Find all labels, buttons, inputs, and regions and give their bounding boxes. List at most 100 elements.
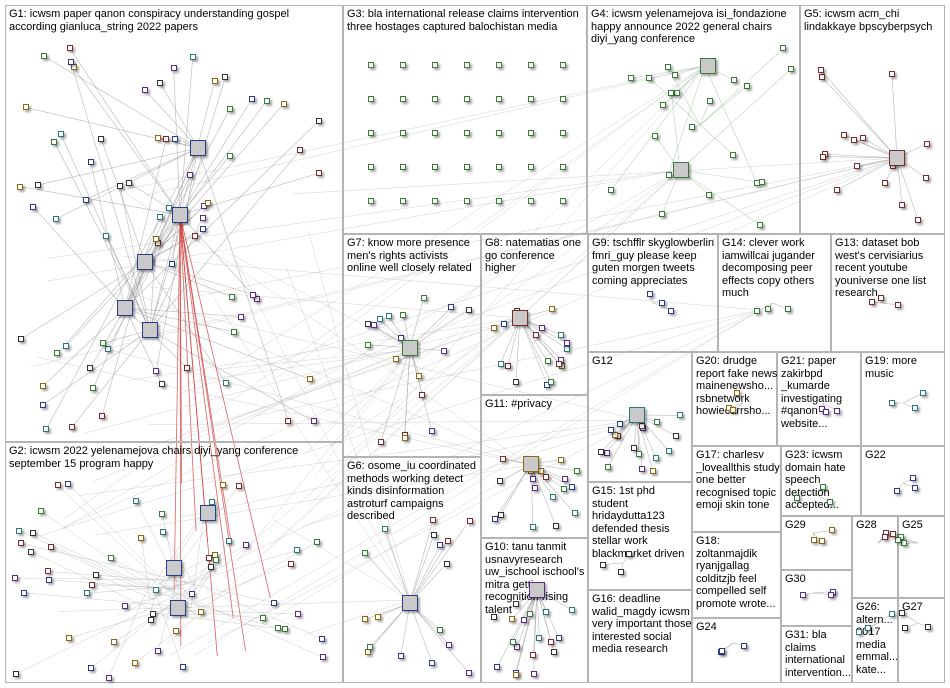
edge [679, 169, 762, 183]
node [87, 158, 94, 165]
node [818, 67, 825, 74]
group-label-g26: G26: altern... 2017 media emmal... kate.… [856, 601, 899, 676]
edge [821, 76, 898, 159]
node-avatar [166, 560, 182, 576]
node [17, 336, 24, 343]
node [550, 494, 557, 501]
group-g29: G29 [781, 516, 852, 570]
group-label-g28: G28 [856, 519, 877, 531]
edge [124, 120, 320, 309]
edge [530, 463, 557, 527]
node [364, 321, 371, 328]
node [377, 438, 384, 445]
node [631, 444, 638, 451]
group-label-g25: G25 [902, 519, 923, 531]
node [211, 78, 218, 85]
group-label-g21: G21: paper zakirbpd _kumarde investigati… [781, 355, 843, 430]
edge [144, 89, 199, 149]
node [368, 198, 374, 204]
edge [70, 62, 151, 331]
node [869, 298, 876, 305]
node [505, 362, 512, 369]
edge [60, 169, 681, 530]
node [260, 615, 267, 622]
edge [631, 65, 706, 79]
edge [307, 230, 411, 601]
node [84, 590, 91, 597]
edge [93, 349, 411, 482]
node [116, 182, 123, 189]
node [281, 626, 288, 633]
edge [38, 147, 199, 186]
node [730, 152, 737, 159]
node [428, 427, 435, 434]
node [242, 542, 249, 549]
node [400, 311, 407, 318]
node [368, 62, 374, 68]
node [793, 494, 800, 501]
edge [610, 65, 706, 190]
node [249, 95, 256, 102]
edge [163, 586, 323, 658]
edge [155, 147, 199, 371]
node [152, 587, 159, 594]
node [889, 71, 896, 78]
edge [409, 520, 434, 604]
node [316, 117, 323, 124]
edge [92, 584, 185, 589]
group-g21: G21: paper zakirbpd _kumarde investigati… [777, 352, 861, 446]
edge [303, 599, 411, 636]
node [385, 312, 392, 319]
edge [326, 169, 681, 428]
node [400, 198, 406, 204]
node [665, 171, 672, 178]
node [555, 634, 562, 641]
node [850, 136, 857, 143]
edge [384, 528, 411, 604]
node [784, 306, 791, 313]
edge [409, 602, 470, 674]
node [313, 539, 320, 546]
node [237, 313, 244, 320]
edge [108, 349, 531, 466]
node [294, 547, 301, 554]
node [155, 648, 162, 655]
group-label-g3: G3: bla international release claims int… [347, 8, 579, 33]
node [310, 418, 317, 425]
group-g10: G10: tanu tanmit usnavyresearch uw_ischo… [481, 538, 588, 683]
node [198, 608, 205, 615]
group-g6: G6: osome_iu coordinated methods working… [343, 457, 481, 683]
node [818, 74, 825, 81]
node [636, 451, 643, 458]
node [828, 591, 835, 598]
edge [380, 347, 411, 442]
group-g15: G15: 1st phd student hridaydutta123 defe… [588, 482, 692, 590]
node [530, 671, 537, 678]
node [557, 456, 564, 463]
node [445, 537, 452, 544]
group-g17: G17: charlesv _loveallthis study one bet… [692, 446, 781, 532]
edge [822, 156, 898, 159]
node [491, 515, 498, 522]
group-label-g30: G30 [785, 573, 806, 585]
edge [120, 65, 706, 191]
node [111, 639, 118, 646]
node [497, 478, 504, 485]
node [40, 401, 47, 408]
node [496, 130, 502, 136]
group-label-g4: G4: icwsm yelenamejova isi_fondazione ha… [591, 8, 787, 46]
edge [276, 65, 706, 379]
node [223, 379, 229, 386]
node [280, 101, 287, 108]
node [365, 341, 372, 348]
group-g5: G5: icwsm acm_chi lindakkaye bpscyberpsy… [800, 5, 945, 234]
edge [108, 580, 152, 678]
node [923, 174, 930, 181]
edge [126, 157, 898, 342]
edge [607, 414, 638, 468]
edge [66, 261, 146, 346]
edge [124, 307, 241, 317]
node [432, 96, 438, 102]
edge [519, 317, 552, 382]
edge [197, 147, 289, 421]
